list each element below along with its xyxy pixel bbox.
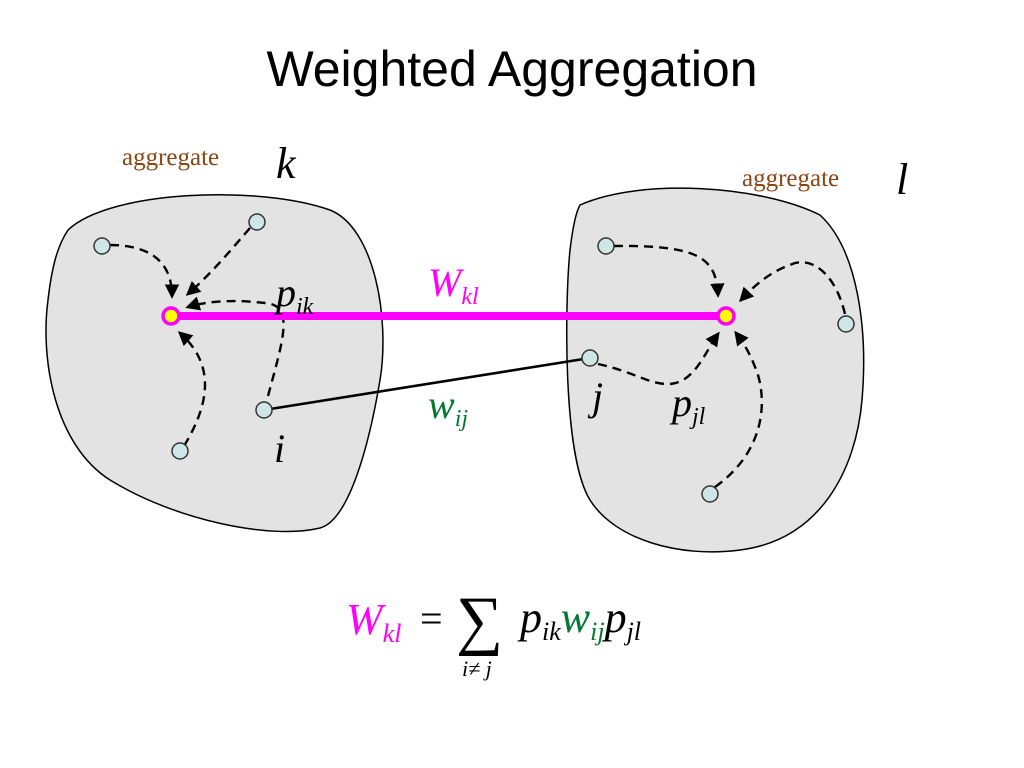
node-k-top-right [248, 213, 266, 231]
aggregate-k-label: aggregate [122, 144, 219, 171]
label-W-kl: Wkl [428, 260, 479, 310]
interp-arrow-k-4 [177, 331, 207, 447]
node-l-bottom [701, 485, 719, 503]
aggregate-k-symbol: k [276, 139, 297, 188]
formula-terms: pikwijpjl [517, 593, 641, 646]
interp-arrow-k-1 [109, 243, 180, 299]
label-w-ij: wij [428, 382, 468, 432]
formula-sum: ∑ [456, 584, 503, 657]
fine-edge-w-ij [263, 356, 591, 412]
slide-title: Weighted Aggregation [266, 41, 757, 97]
node-k-top-left [93, 237, 111, 255]
node-l-top-left [597, 237, 615, 255]
aggregate-l-label: aggregate [742, 165, 839, 192]
node-k-bottom [171, 442, 189, 460]
label-node-j: j [587, 374, 603, 419]
interp-arrow-l-3 [597, 331, 720, 386]
aggregate-k-region [45, 193, 384, 533]
aggregate-l-region [565, 187, 865, 553]
interp-arrow-l-2 [739, 261, 847, 315]
node-j [581, 349, 599, 367]
label-p-jl: pjl [669, 380, 706, 430]
node-l-right [837, 315, 855, 333]
interp-arrow-l-4 [714, 330, 764, 488]
formula-W-kl: Wkl [346, 595, 401, 648]
label-p-ik: pik [273, 270, 314, 320]
aggregate-k-center [161, 306, 181, 326]
label-node-i: i [274, 426, 285, 471]
interp-arrow-k-3 [185, 296, 285, 397]
aggregate-l-center [716, 306, 736, 326]
formula-equals: = [420, 596, 443, 641]
formula: Wkl = ∑ i≠ j pikwijpjl [346, 584, 641, 681]
node-i [255, 401, 273, 419]
formula-sum-subscript: i≠ j [462, 656, 492, 681]
interp-arrow-k-2 [185, 227, 251, 296]
aggregate-l-symbol: l [896, 155, 908, 204]
